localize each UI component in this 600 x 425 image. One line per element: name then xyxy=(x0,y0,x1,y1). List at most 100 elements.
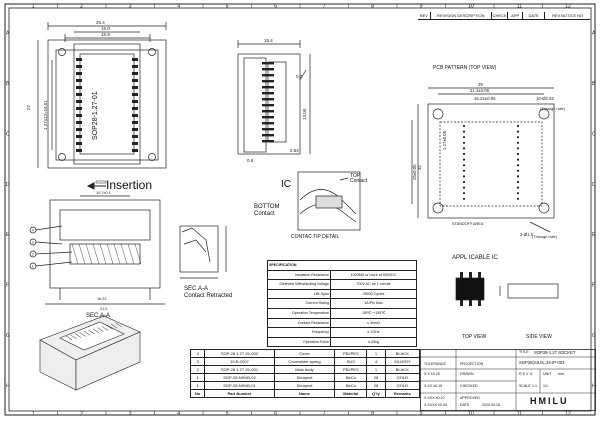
grid-col-label: 4 xyxy=(177,4,180,10)
hatch-line xyxy=(120,243,128,265)
front-view-pins xyxy=(262,62,274,143)
pcb-hole xyxy=(516,158,520,161)
svg-text:29: 29 xyxy=(478,82,483,87)
socket-pin xyxy=(76,149,82,152)
pcb-hole xyxy=(516,130,520,133)
socket-pin xyxy=(76,121,82,124)
socket-pin xyxy=(132,72,138,75)
label-sec-aa: SEC.A-A xyxy=(86,313,111,319)
label-ic: IC xyxy=(281,179,291,190)
spec-title: SPECIFICATION xyxy=(267,260,417,271)
ic-lead xyxy=(478,272,481,278)
svg-text:1: 1 xyxy=(32,265,34,269)
section-aa xyxy=(29,195,165,305)
ic-lead xyxy=(460,272,463,278)
grid-row-label: B xyxy=(6,81,10,87)
tb-tol-4: X.XXXX ±0.05 xyxy=(424,403,447,407)
socket-pin xyxy=(132,142,138,145)
tb-tol-2: X.XX ±0.15 xyxy=(424,384,443,388)
dim-width-body: 16.0 xyxy=(101,26,110,31)
socket-pin xyxy=(132,114,138,117)
front-pin xyxy=(262,62,274,65)
pcb-hole xyxy=(462,192,466,195)
socket-pin xyxy=(76,142,82,145)
rev-col-app: APP xyxy=(508,12,523,19)
hatch-line xyxy=(71,243,79,265)
svg-text:10-Ø2.62: 10-Ø2.62 xyxy=(536,96,555,101)
front-pin xyxy=(262,68,274,71)
dim-width-total: 25.4 xyxy=(96,20,105,25)
tb-scale-label: SCALE xyxy=(519,384,531,388)
svg-text:4: 4 xyxy=(32,229,34,233)
label-insertion: Insertion xyxy=(106,178,153,192)
pcb-hole xyxy=(462,164,466,167)
grid-row-label: G xyxy=(592,333,596,339)
svg-text:13.00: 13.00 xyxy=(302,108,307,120)
hatch-line xyxy=(92,243,100,265)
label-bottom-contact: BOTTOM Contact xyxy=(254,204,280,217)
label-through-hole: (Through hole) xyxy=(540,107,565,111)
grid-ticks xyxy=(57,4,543,415)
grid-row-label: B xyxy=(592,81,596,87)
iso-contact xyxy=(101,326,109,331)
tb-rev-label: R E V xyxy=(519,372,529,376)
grid-col-label: 9 xyxy=(420,411,423,417)
pcb-hole xyxy=(462,147,466,150)
grid-row-label: A xyxy=(6,31,10,37)
svg-text:21.0: 21.0 xyxy=(100,307,107,311)
dim-pitch-count: 1.27x13=16.51 xyxy=(43,100,48,130)
pcb-hole xyxy=(462,152,466,156)
hatch-line xyxy=(85,243,93,265)
svg-text:21.3±0.05: 21.3±0.05 xyxy=(470,88,490,93)
label-contact-tip-detail: CONTAC TIP DETAIL xyxy=(291,234,340,240)
grid-col-label: 3 xyxy=(129,411,132,417)
pcb-hole xyxy=(462,197,466,200)
socket-iso-view xyxy=(39,315,141,391)
grid-col-label: 2 xyxy=(80,411,83,417)
hatch-line xyxy=(113,243,121,265)
pcb-hole xyxy=(516,152,520,156)
grid-col-label: 11 xyxy=(517,4,522,10)
grid-col-label: 5 xyxy=(226,411,229,417)
grid-row-label: F xyxy=(6,283,9,289)
iso-contact xyxy=(65,335,73,341)
pcb-hole xyxy=(516,141,520,144)
ic-lead xyxy=(478,300,481,306)
label-top-contact: TOP Contact xyxy=(350,173,368,184)
grid-col-label: 1 xyxy=(32,4,35,10)
socket-pin xyxy=(76,72,82,75)
pcb-hole xyxy=(516,136,520,139)
section-aa-callouts: 43 21 10.7±0.1 16.22 21.0 xyxy=(32,191,111,311)
pcb-hole xyxy=(462,169,466,172)
label-applicable-ic: APPL ICABLE IC xyxy=(452,255,498,261)
contact-tip-detail xyxy=(297,171,361,231)
socket-pin xyxy=(76,128,82,131)
pcb-hole xyxy=(516,124,520,128)
svg-text:2.54: 2.54 xyxy=(290,148,299,153)
svg-text:0.6: 0.6 xyxy=(247,158,254,163)
front-pin xyxy=(262,104,274,107)
front-pin xyxy=(262,134,274,137)
grid-col-label: 10 xyxy=(468,411,474,417)
hatch-line xyxy=(127,243,135,265)
socket-pin xyxy=(76,107,82,110)
pcb-hole xyxy=(462,175,466,178)
tb-drawn: DRAWN xyxy=(460,372,474,376)
iso-contact xyxy=(70,334,77,340)
socket-pin xyxy=(132,93,138,96)
grid-col-label: 11 xyxy=(517,411,522,417)
grid-row-label: C xyxy=(592,131,596,137)
front-pin xyxy=(262,80,274,83)
dim-width-inner: 15.9 xyxy=(101,32,110,37)
socket-pin xyxy=(76,58,82,61)
tb-unit: mm xyxy=(558,372,564,376)
tb-brand: HMILU xyxy=(530,396,569,406)
pcb-hole-pattern xyxy=(462,124,520,200)
